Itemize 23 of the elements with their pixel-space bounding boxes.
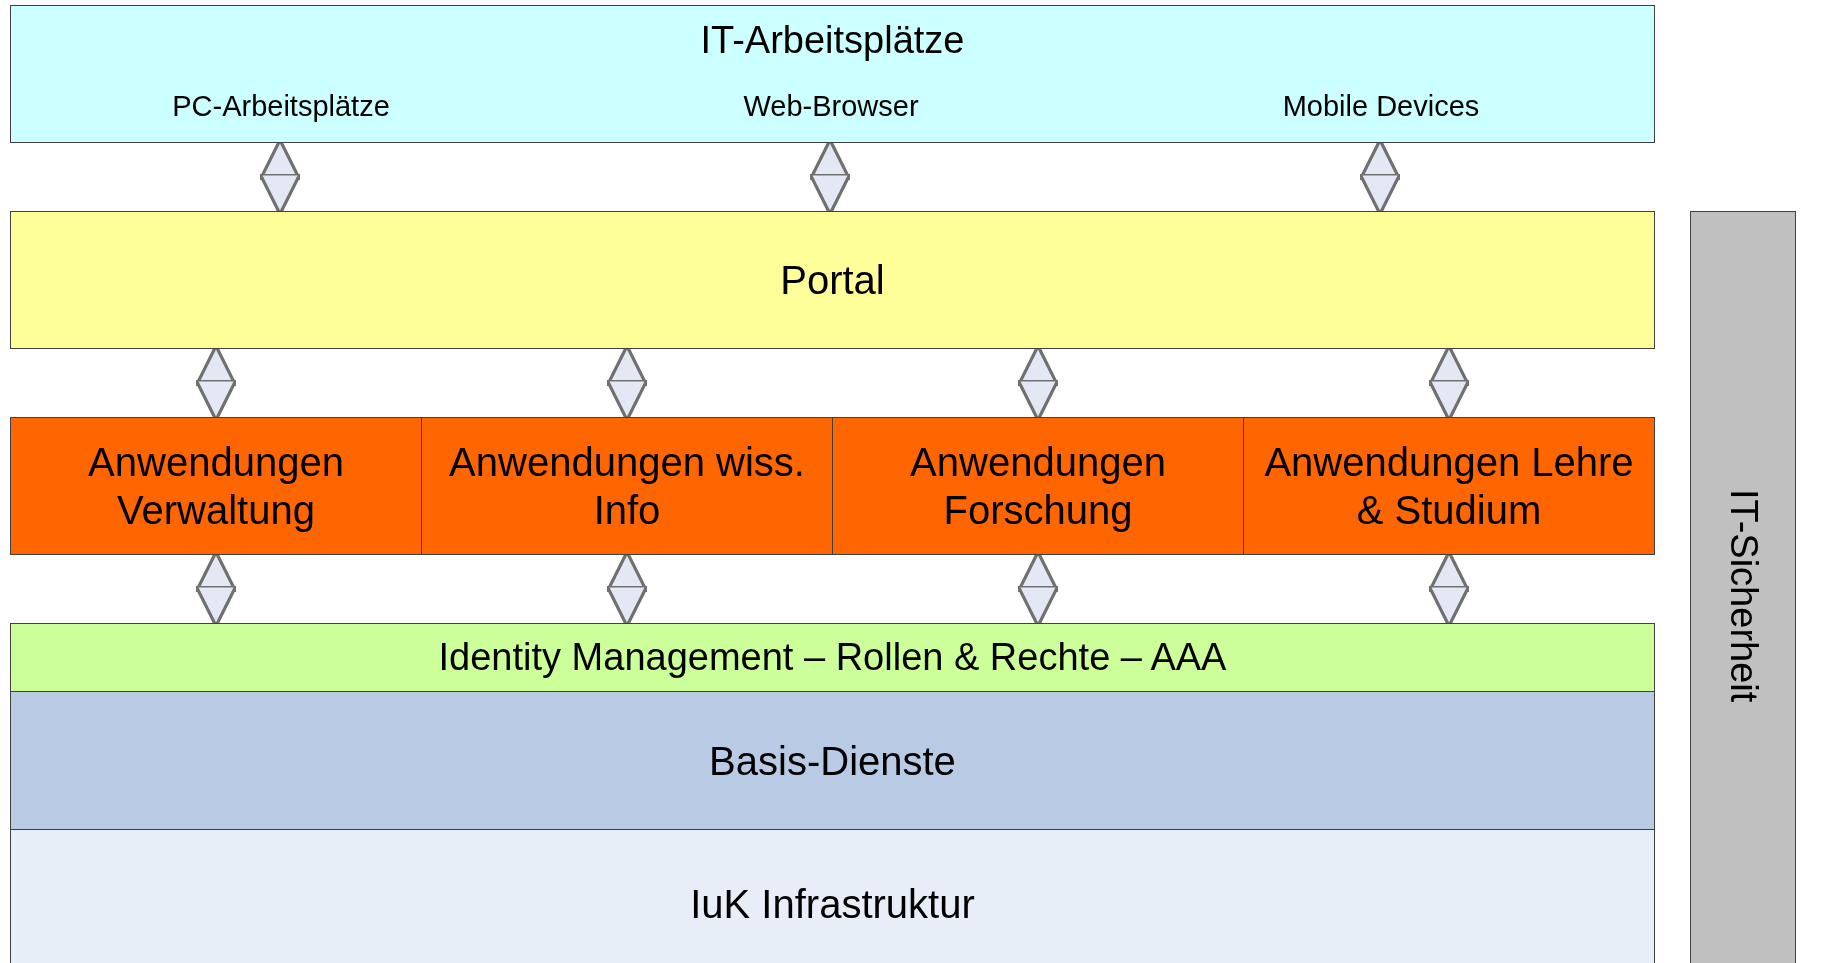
application-box: [10, 417, 422, 555]
side-bar: [1690, 211, 1796, 963]
layer-title: Basis-Dienste: [709, 737, 956, 785]
layer-box: [10, 623, 1655, 692]
layer-box: [10, 5, 1655, 143]
layer-subtitle: PC-Arbeitsplätze: [131, 81, 431, 131]
layer-subtitle: Web-Browser: [681, 81, 981, 131]
layer-title: IuK Infrastruktur: [690, 881, 975, 928]
application-box: [1243, 417, 1655, 555]
layer-title: IT-Arbeitsplätze: [700, 18, 965, 63]
layer-title: Anwendungen Lehre & Studium: [1263, 439, 1635, 534]
layer-title: Anwendungen Forschung: [909, 439, 1167, 534]
layer-box: [10, 211, 1655, 349]
layer-title: IT-Sicherheit: [1721, 489, 1766, 703]
layer-title: Portal: [780, 257, 885, 304]
layer-box: [10, 829, 1655, 963]
layer-title: Anwendungen wiss. Info: [448, 439, 806, 534]
application-box: [832, 417, 1244, 555]
layer-title: Identity Management – Rollen & Rechte – AAA: [438, 634, 1227, 680]
layer-title: Anwendungen Verwaltung: [87, 439, 345, 534]
layer-subtitle: Mobile Devices: [1231, 81, 1531, 131]
application-box: [421, 417, 833, 555]
layer-box: [10, 691, 1655, 830]
